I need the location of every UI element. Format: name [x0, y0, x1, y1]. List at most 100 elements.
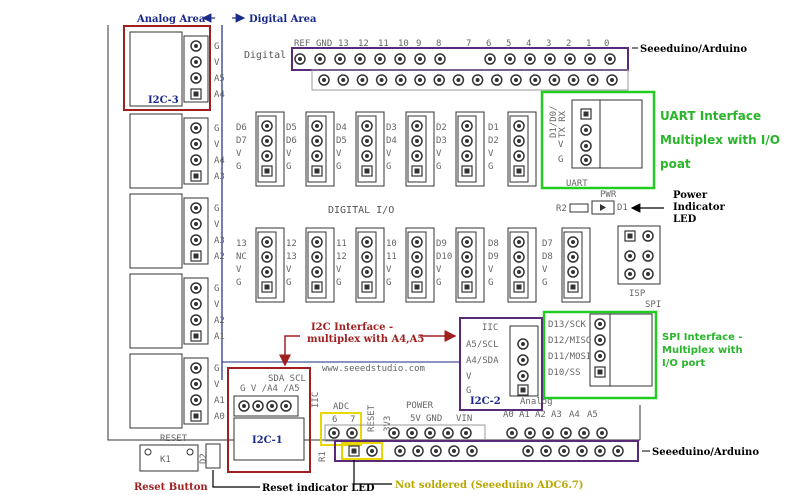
- top-header-pin2: [433, 74, 445, 86]
- analog-pin-label: A5: [214, 74, 225, 84]
- digital-pin-label: D4: [336, 123, 347, 133]
- bottom-pin: [328, 427, 340, 439]
- top-pin-label: 4: [526, 39, 531, 49]
- digital-pin-label: G: [386, 162, 391, 172]
- spi-pin-label: D12/MISO: [548, 336, 591, 346]
- i2c2-pin-label: V: [466, 372, 472, 382]
- analog-pin: [190, 250, 202, 262]
- bottom-pin: [424, 427, 436, 439]
- uart-note: poat: [660, 157, 691, 171]
- digital-pin-label: NC: [236, 252, 247, 262]
- top-pin-label: 13: [338, 39, 349, 49]
- bottom-pin: [460, 427, 472, 439]
- digital-pin-label: 12: [336, 252, 347, 262]
- analog-pin-label: V: [214, 380, 220, 390]
- digital-pin-label: V: [386, 149, 392, 159]
- digital-pin: [513, 135, 525, 147]
- spi-pin-label: D11/MOSI: [548, 352, 591, 362]
- digital-pin: [461, 251, 473, 263]
- top-header-pin: [414, 53, 426, 65]
- top-header-pin2: [318, 74, 330, 86]
- digital-pin-label: G: [286, 162, 291, 172]
- analog-pin-label: A3: [214, 236, 225, 246]
- reset-led-note: Reset indicator LED: [262, 483, 375, 494]
- digital-pin: [311, 236, 323, 248]
- digital-pin: [311, 150, 323, 162]
- digital-pin: [567, 266, 579, 278]
- svg-text:ADC: ADC: [333, 402, 349, 412]
- bottom-pin2: [522, 445, 534, 457]
- top-header-pin: [374, 53, 386, 65]
- top-header-pin2: [491, 74, 503, 86]
- digital-pin-label: G: [488, 162, 493, 172]
- digital-pin-label: D10: [436, 252, 452, 262]
- svg-text:RESET: RESET: [367, 404, 377, 432]
- analog-pin: [190, 88, 202, 100]
- digital-pin-label: D9: [488, 252, 499, 262]
- digital-pin-label: V: [436, 265, 442, 275]
- isp-header: ISP: [617, 225, 661, 299]
- spi-pin: [594, 350, 606, 362]
- digital-pin-label: D5: [286, 123, 297, 133]
- digital-pin-label: D7: [236, 136, 247, 146]
- analog-pin-label: A3: [214, 172, 225, 182]
- adc-pin: [348, 445, 360, 457]
- digital-pin-label: V: [286, 265, 292, 275]
- bottom-pin2: [430, 445, 442, 457]
- analog-header-label: A2: [535, 410, 546, 420]
- analog-pin: [190, 122, 202, 134]
- top-header-pin: [584, 53, 596, 65]
- top-header-pin: [434, 53, 446, 65]
- top-header-note: Seeeduino/Arduino: [640, 44, 747, 55]
- digital-pin-label: D6: [286, 136, 297, 146]
- digital-pin: [361, 251, 373, 263]
- uart-pin: [580, 140, 592, 152]
- svg-text:IIC: IIC: [311, 392, 321, 408]
- digital-pin-label: 10: [386, 239, 397, 249]
- analog-pin: [190, 218, 202, 230]
- digital-pin-label: G: [336, 278, 341, 288]
- i2c-annotation: I2C Interface - multiplex with A4,A5: [279, 322, 457, 367]
- top-header-pin: [294, 53, 306, 65]
- i2c2-pin-label: A5/SCL: [466, 340, 499, 350]
- bottom-pin: [524, 427, 536, 439]
- bottom-pin: [596, 427, 608, 439]
- digital-pin-label: D3: [386, 123, 397, 133]
- analog-pin: [190, 330, 202, 342]
- i2c2-pin: [517, 370, 529, 382]
- digital-pin-label: D7: [542, 239, 553, 249]
- top-pin-label: 8: [436, 39, 441, 49]
- bottom-pin2: [412, 445, 424, 457]
- digital-pin-label: G: [286, 278, 291, 288]
- digital-pin: [311, 281, 323, 293]
- top-header-pin: [564, 53, 576, 65]
- spi-pin: [594, 318, 606, 330]
- digital-silk: Digital: [244, 50, 286, 61]
- analog-pin-label: G: [214, 124, 219, 134]
- svg-text:ISP: ISP: [629, 289, 646, 299]
- digital-area-label: Digital Area: [249, 14, 317, 25]
- svg-text:R1: R1: [318, 451, 328, 462]
- bottom-pin2: [540, 445, 552, 457]
- top-header-pin2: [375, 74, 388, 86]
- i2c2-pin-label: G: [466, 386, 471, 396]
- digital-pin: [361, 165, 373, 177]
- top-header-pin2: [337, 74, 349, 86]
- power-pin-label: 5V: [410, 414, 421, 424]
- website-silk: www.seeedstudio.com: [322, 364, 425, 374]
- svg-text:G V /A4 /A5: G V /A4 /A5: [240, 384, 300, 394]
- digital-pin-label: 11: [336, 239, 347, 249]
- svg-text:multiplex with A4,A5: multiplex with A4,A5: [307, 334, 424, 345]
- svg-text:K1: K1: [160, 455, 171, 465]
- svg-text:Analog: Analog: [520, 397, 553, 407]
- svg-text:6: 6: [332, 415, 337, 425]
- analog-pin: [190, 56, 202, 68]
- svg-text:D2: D2: [199, 453, 209, 464]
- i2c3-label: I2C-3: [148, 95, 179, 106]
